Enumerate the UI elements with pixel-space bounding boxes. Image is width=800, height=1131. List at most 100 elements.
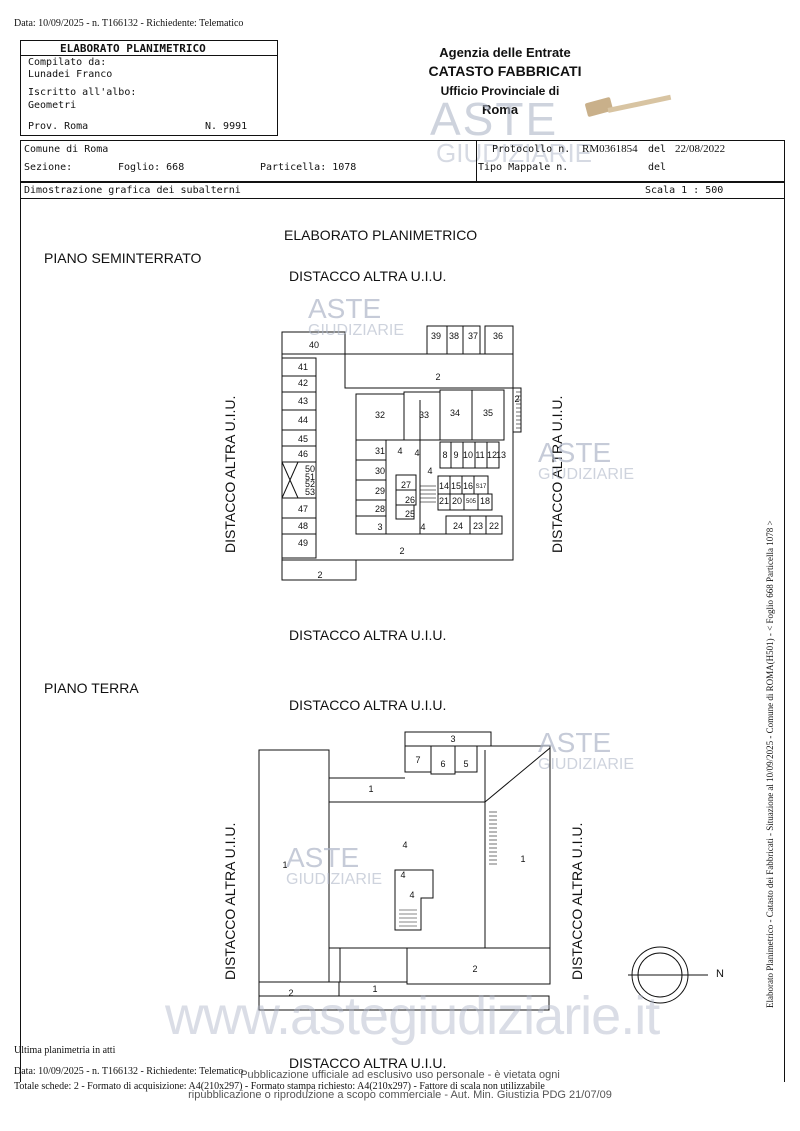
svg-text:25: 25 [405,509,415,519]
svg-text:4: 4 [397,446,402,456]
compiled-label: Compilato da: [28,57,107,68]
svg-text:38: 38 [449,331,459,341]
distacco-left-2: DISTACCO ALTRA U.I.U. [222,822,238,980]
distacco-right-2: DISTACCO ALTRA U.I.U. [569,822,585,980]
disclaimer-line-1: Pubblicazione ufficiale ad esclusivo uso… [240,1069,560,1081]
watermark-aste-4: ASTE [286,842,360,873]
svg-text:24: 24 [453,521,463,531]
divider [20,55,278,56]
svg-text:4: 4 [420,522,425,532]
svg-text:30: 30 [375,466,385,476]
svg-text:41: 41 [298,362,308,372]
svg-text:52: 52 [305,479,315,489]
svg-text:1: 1 [372,984,377,994]
svg-text:32: 32 [375,410,385,420]
svg-text:51: 51 [305,472,315,482]
albo-value: Geometri [28,100,77,111]
svg-text:39: 39 [431,331,441,341]
foglio-label: Foglio: 668 [118,162,185,173]
svg-text:46: 46 [298,449,308,459]
catasto-title: CATASTO FABBRICATI [428,63,582,79]
watermark-aste-3: ASTE [538,727,612,758]
compiled-name: Lunadei Franco [28,69,113,80]
comune-label: Comune di Roma [24,144,109,155]
svg-text:2: 2 [288,988,293,998]
svg-text:36: 36 [493,331,503,341]
svg-text:13: 13 [496,450,506,460]
svg-text:27: 27 [401,480,411,490]
svg-text:S17: S17 [476,484,487,490]
svg-text:31: 31 [375,446,385,456]
svg-text:505: 505 [466,499,477,505]
footer-line-2: Totale schede: 2 - Formato di acquisizio… [14,1081,545,1092]
header-box [20,40,278,136]
svg-text:48: 48 [298,521,308,531]
divider [476,140,477,182]
svg-text:7: 7 [415,755,420,765]
info-box [20,140,785,182]
svg-text:33: 33 [419,410,429,420]
svg-text:44: 44 [298,415,308,425]
svg-text:4: 4 [400,870,405,880]
svg-text:9: 9 [453,450,458,460]
watermark-giudiziarie-header: GIUDIZIARIE [436,138,593,168]
watermark-aste-1: ASTE [308,293,382,324]
particella-label: Particella: 1078 [260,162,357,173]
svg-text:22: 22 [489,521,499,531]
box-title: ELABORATO PLANIMETRICO [60,42,206,55]
del-label-2: del [648,162,667,173]
tipo-mappale-label: Tipo Mappale n. [478,162,569,173]
svg-text:49: 49 [298,538,308,548]
svg-text:29: 29 [375,486,385,496]
watermark-giudiziarie-3: GIUDIZIARIE [538,756,635,773]
svg-text:40: 40 [309,340,319,350]
svg-text:43: 43 [298,396,308,406]
svg-text:4: 4 [402,840,407,850]
divider [20,198,785,199]
svg-text:47: 47 [298,504,308,514]
watermark-aste-header: ASTE [430,93,559,145]
protocollo-date: 22/08/2022 [675,143,726,155]
distacco-bottom-1: DISTACCO ALTRA U.I.U. [289,627,447,643]
svg-text:15: 15 [451,481,461,491]
svg-text:4: 4 [414,448,419,458]
svg-text:2: 2 [435,372,440,382]
svg-text:3: 3 [377,522,382,532]
ultima-planimetria: Ultima planimetria in atti [14,1045,116,1056]
svg-text:1: 1 [282,860,287,870]
distacco-top-1: DISTACCO ALTRA U.I.U. [289,268,447,284]
watermark-giudiziarie-2: GIUDIZIARIE [538,466,635,483]
floor-terra-title: PIANO TERRA [44,680,139,696]
svg-text:8: 8 [442,450,447,460]
registration-number: N. 9991 [205,121,248,132]
north-arrow-icon [628,946,708,1004]
footer-line-1: Data: 10/09/2025 - n. T166132 - Richiede… [14,1066,244,1077]
svg-text:34: 34 [450,408,460,418]
svg-text:21: 21 [439,496,449,506]
protocollo-value: RM0361854 [582,143,638,155]
svg-text:6: 6 [440,759,445,769]
distacco-bottom-2: DISTACCO ALTRA U.I.U. [289,1055,447,1071]
svg-text:4: 4 [427,466,432,476]
svg-text:26: 26 [405,495,415,505]
svg-text:53: 53 [305,487,315,497]
drawing-frame [20,182,785,1082]
svg-text:1: 1 [520,854,525,864]
svg-text:20: 20 [452,496,462,506]
province: Prov. Roma [28,121,89,132]
svg-text:16: 16 [463,481,473,491]
north-label: N [716,968,724,980]
albo-label: Iscritto all'albo: [28,87,137,98]
watermark-aste-2: ASTE [538,437,612,468]
distacco-top-2: DISTACCO ALTRA U.I.U. [289,697,447,713]
svg-text:12: 12 [487,450,497,460]
svg-text:50: 50 [305,464,315,474]
city-label: Roma [481,102,519,117]
svg-text:35: 35 [483,408,493,418]
sezione-label: Sezione: [24,162,73,173]
watermark-giudiziarie-4: GIUDIZIARIE [286,871,383,888]
svg-text:1: 1 [368,784,373,794]
svg-text:3: 3 [450,734,455,744]
svg-text:4: 4 [409,890,414,900]
